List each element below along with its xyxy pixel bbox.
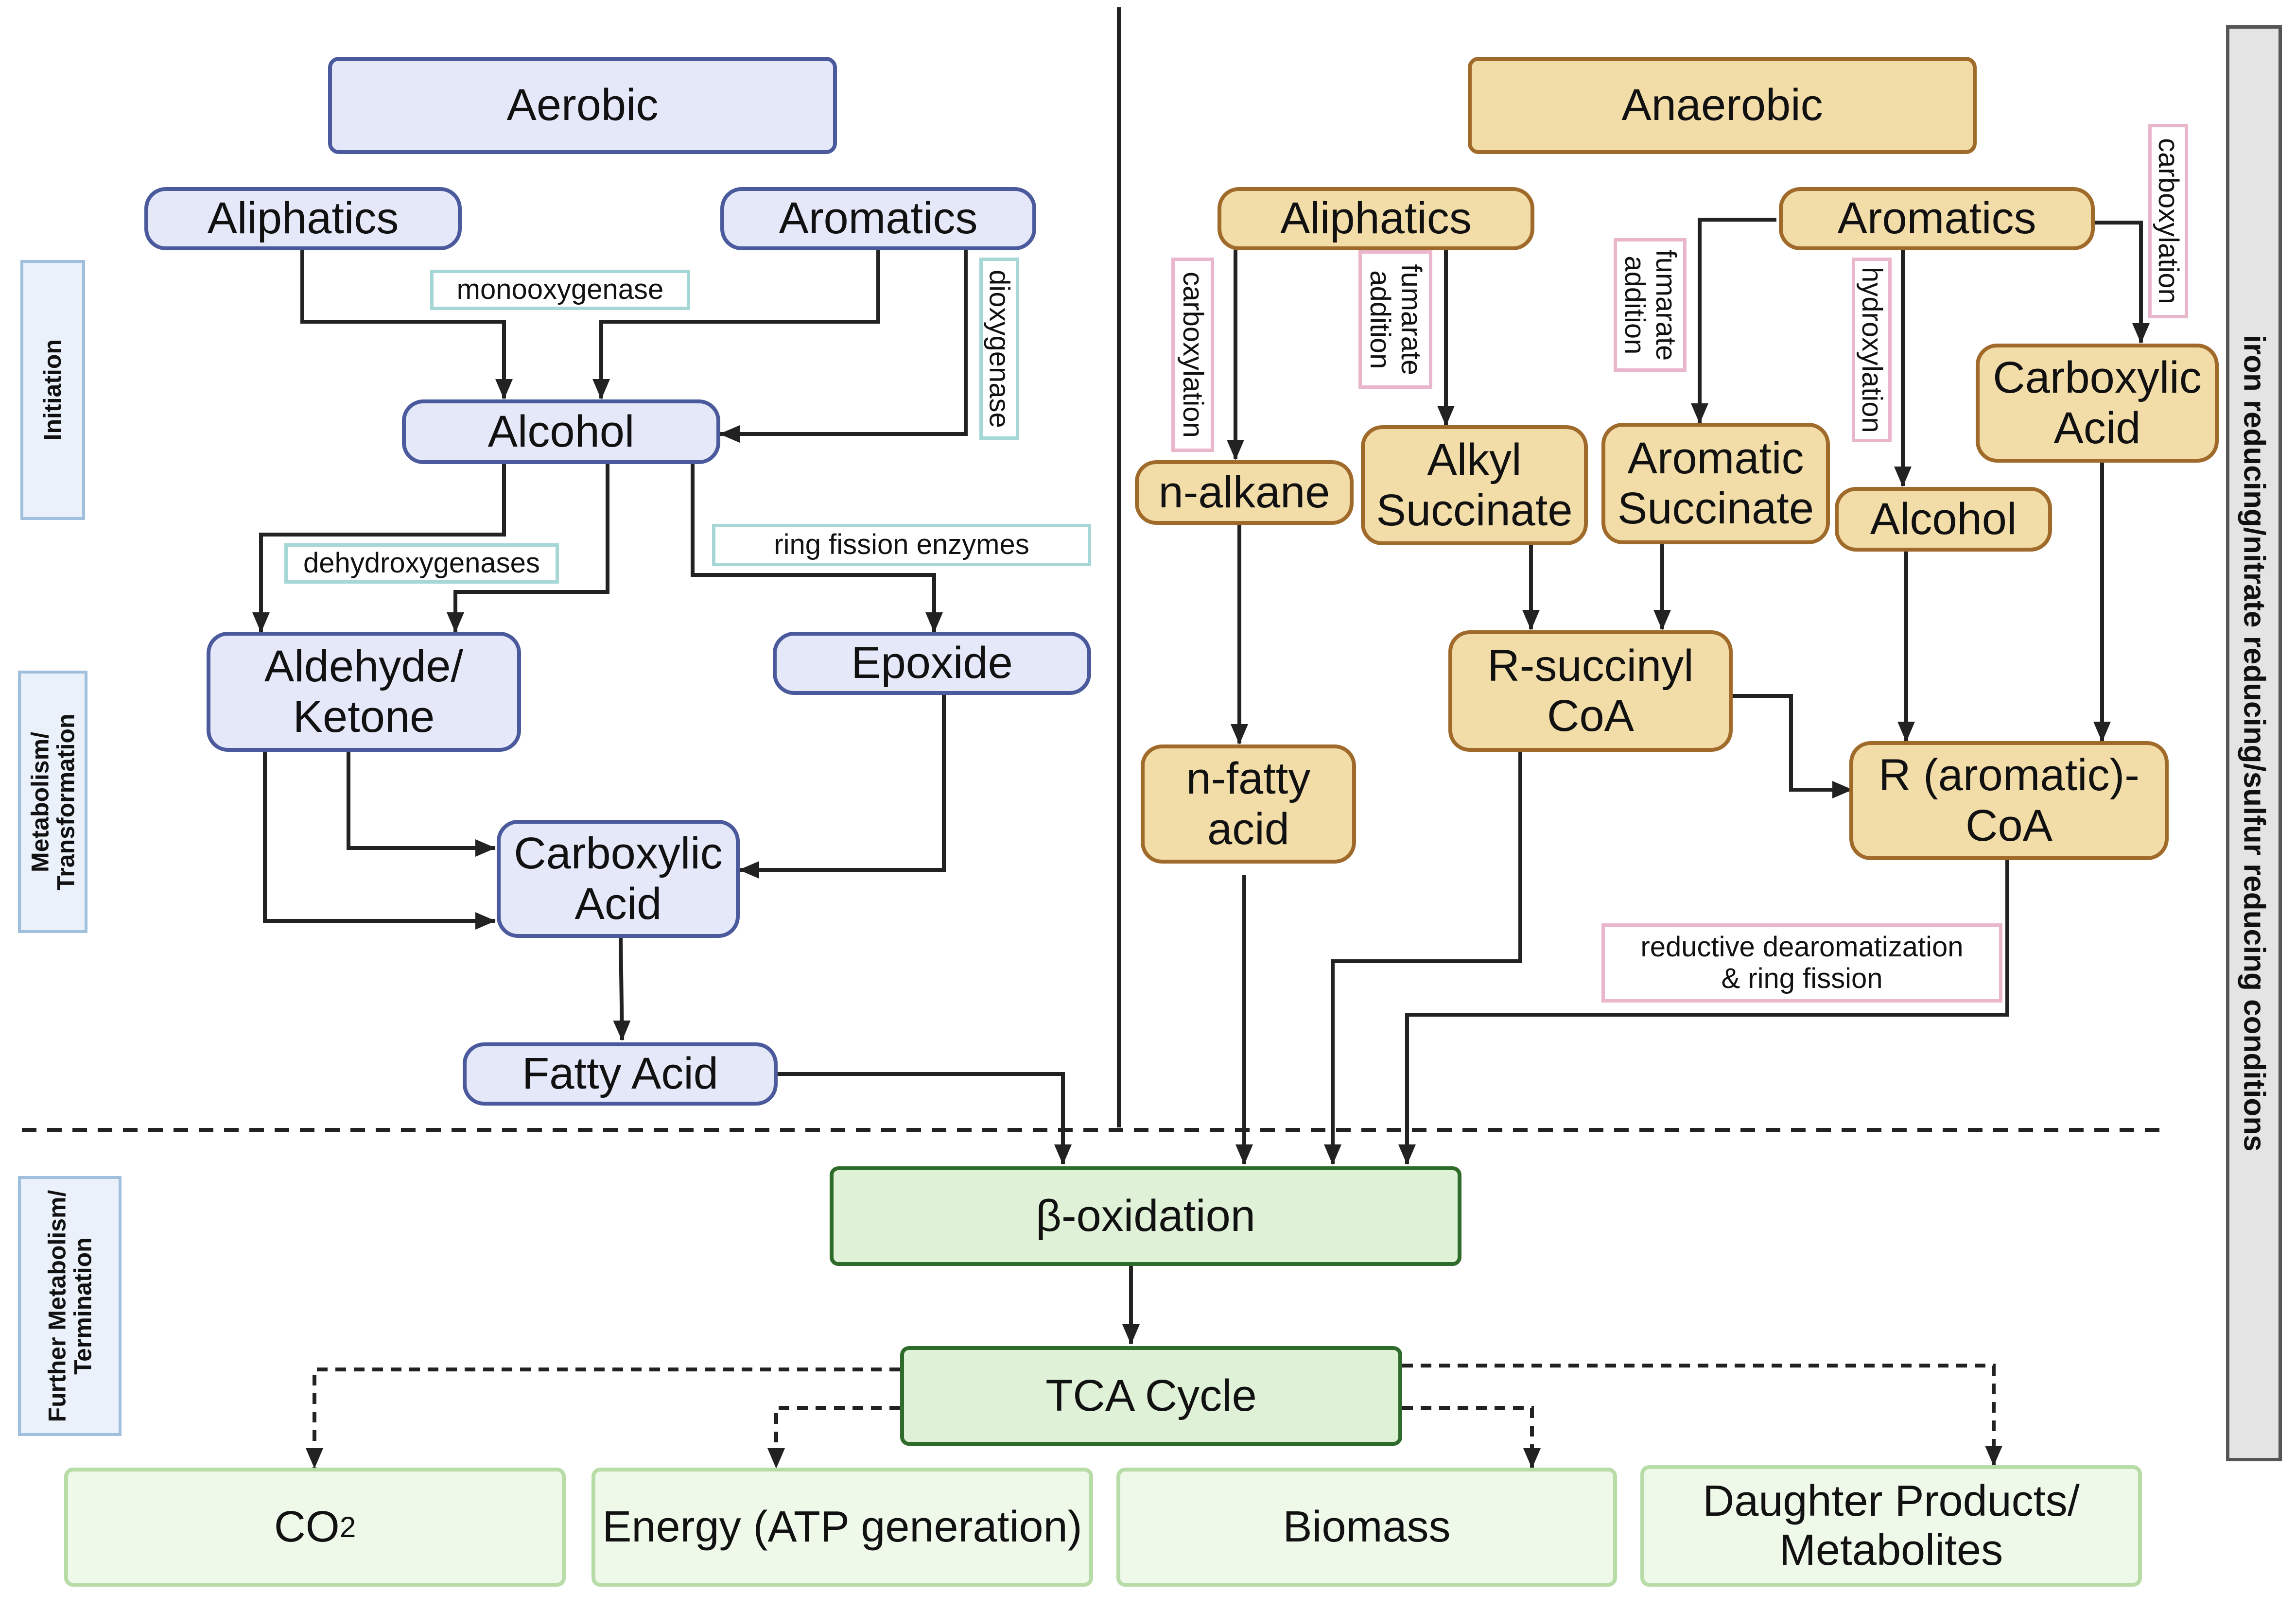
enzyme-monooxygenase-label: monooxygenase (430, 270, 690, 310)
enzyme-hydroxylation-label: hydroxylation (1852, 258, 1892, 442)
anaerobic-aliphatics-node: Aliphatics (1218, 187, 1534, 250)
anaerobic-conditions-sidebar: iron reducing/nitrate reducing/sulfur re… (2226, 25, 2282, 1461)
tca-cycle-node: TCA Cycle (900, 1346, 1402, 1446)
aerobic-epoxide-node: Epoxide (773, 632, 1091, 695)
enzyme-ring-fission-label: ring fission enzymes (712, 524, 1091, 566)
arrow-aldehyde-to-carboxylic-2 (263, 751, 496, 930)
biomass-product-node: Biomass (1116, 1468, 1617, 1587)
stage-metabolism-label: Metabolism/ Transformation (18, 671, 87, 933)
arrow-alcohol-to-aldehyde-2 (447, 463, 609, 633)
stage-further-metabolism-label: Further Metabolism/ Termination (18, 1176, 122, 1436)
arrow-an-aromatics-to-aromatic-succinate (1691, 218, 1776, 424)
arrow-alcohol-to-aldehyde (252, 463, 506, 633)
anaerobic-alcohol-node: Alcohol (1835, 487, 2052, 552)
anaerobic-aromatic-succinate-node: Aromatic Succinate (1601, 423, 1830, 544)
arrow-fatty-acid-to-beta-oxidation (778, 1072, 1072, 1165)
enzyme-carboxylation-aliphatics-label: carboxylation (1171, 258, 1214, 452)
enzyme-dioxygenase-label: dioxygenase (979, 258, 1019, 440)
arrow-aldehyde-to-carboxylic (347, 751, 496, 857)
aerobic-fatty-acid-node: Fatty Acid (463, 1042, 778, 1106)
arrow-tca-to-co2 (306, 1368, 900, 1469)
anaerobic-alkyl-succinate-node: Alkyl Succinate (1361, 425, 1588, 545)
arrow-tca-to-biomass (1402, 1406, 1541, 1469)
anaerobic-r-aromatic-coa-node: R (aromatic)- CoA (1849, 741, 2169, 860)
arrow-carboxylic-to-fatty-acid (613, 936, 631, 1041)
arrow-an-aromatics-to-carboxylic (2092, 221, 2150, 344)
aerobic-alcohol-node: Alcohol (402, 399, 720, 464)
anaerobic-carboxylic-acid-node: Carboxylic Acid (1976, 344, 2219, 463)
arrow-aromatics-to-alcohol (592, 248, 880, 399)
anaerobic-aromatics-node: Aromatics (1779, 187, 2095, 250)
aerobic-aromatics-node: Aromatics (720, 187, 1036, 250)
beta-oxidation-node: β-oxidation (830, 1166, 1461, 1266)
aerobic-aldehyde-ketone-node: Aldehyde/ Ketone (207, 632, 521, 752)
arrow-tca-to-energy (767, 1406, 900, 1469)
aerobic-aliphatics-node: Aliphatics (144, 187, 462, 250)
enzyme-reductive-dearomatization-label: reductive dearomatization & ring fission (1601, 923, 2002, 1003)
arrow-aliphatics-to-alcohol (300, 248, 513, 399)
enzyme-carboxylation-aromatics-label: carboxylation (2148, 124, 2188, 318)
arrow-tca-to-daughter-products (1402, 1364, 2002, 1466)
anaerobic-n-fatty-acid-node: n-fatty acid (1141, 744, 1356, 864)
enzyme-fumarate-addition-aliphatics-label: fumarate addition (1358, 250, 1432, 389)
anaerobic-header: Anaerobic (1468, 57, 1977, 154)
energy-product-node: Energy (ATP generation) (591, 1468, 1093, 1587)
arrow-r-succinyl-to-beta-oxidation (1324, 751, 1522, 1165)
enzyme-dehydroxygenases-label: dehydroxygenases (284, 543, 559, 584)
arrow-dioxygenase-to-alcohol (719, 248, 968, 443)
daughter-products-node: Daughter Products/ Metabolites (1640, 1465, 2142, 1587)
aerobic-carboxylic-acid-node: Carboxylic Acid (497, 820, 740, 938)
anaerobic-r-succinyl-coa-node: R-succinyl CoA (1448, 630, 1733, 752)
arrow-alcohol-to-epoxide (691, 463, 943, 633)
anaerobic-n-alkane-node: n-alkane (1135, 460, 1354, 525)
arrow-epoxide-to-carboxylic (739, 695, 946, 879)
arrow-r-aromatic-coa-to-beta-oxidation (1398, 858, 2009, 1165)
arrow-r-succinyl-to-r-aromatic-coa (1733, 694, 1853, 798)
aerobic-header: Aerobic (328, 57, 837, 154)
stage-initiation-label: Initiation (20, 260, 85, 520)
enzyme-fumarate-addition-aromatics-label: fumarate addition (1614, 238, 1687, 372)
